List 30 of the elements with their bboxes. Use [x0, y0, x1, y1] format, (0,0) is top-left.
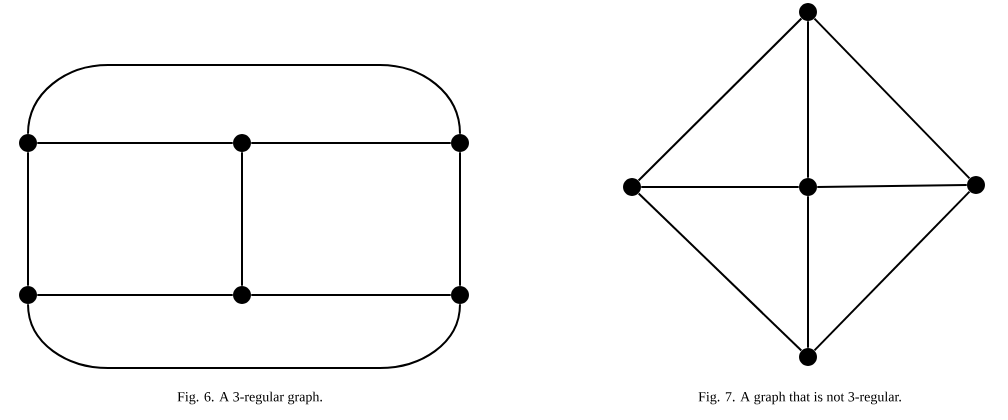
graph-edge [27, 303, 461, 369]
vertex-dot [233, 286, 251, 304]
graph-edge [241, 151, 243, 287]
vertex-dot [451, 286, 469, 304]
graph-edge [637, 192, 803, 352]
vertex-dot [451, 134, 469, 152]
graph-edge [640, 186, 800, 188]
graph-edge [27, 64, 461, 135]
graph-edge [250, 142, 452, 144]
graph-edge [813, 190, 971, 352]
graph-edge [36, 294, 234, 296]
vertex-dot [799, 3, 817, 21]
graph-edge [36, 142, 234, 144]
vertex-dot [19, 134, 37, 152]
figure-caption: Fig. 6. A 3-regular graph. [177, 391, 322, 405]
figure-caption: Fig. 7. A graph that is not 3-regular. [698, 391, 901, 405]
vertex-dot [967, 176, 985, 194]
vertex-dot [233, 134, 251, 152]
graph-edge [637, 17, 803, 182]
graph-edge [250, 294, 452, 296]
vertex-dot [799, 348, 817, 366]
graph-edge [807, 195, 809, 349]
graph-edge [816, 184, 968, 188]
vertex-dot [623, 178, 641, 196]
graph-edge [813, 17, 971, 180]
vertex-dot [799, 178, 817, 196]
graph-edge [27, 151, 29, 287]
graph-edge [459, 151, 461, 287]
vertex-dot [19, 286, 37, 304]
graph-edge [807, 20, 809, 179]
